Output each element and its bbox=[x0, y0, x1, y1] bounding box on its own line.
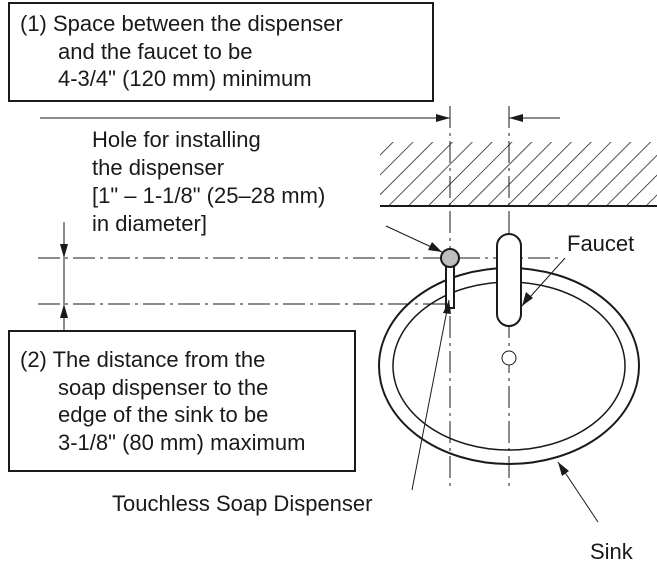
dispenser-hole bbox=[440, 248, 460, 268]
space-note-line-3: 4-3/4" (120 mm) minimum bbox=[58, 66, 312, 91]
sink-leader-arrowhead bbox=[558, 462, 569, 476]
sink-label: Sink bbox=[590, 539, 633, 564]
distance-note-line-3: edge of the sink to be bbox=[58, 402, 269, 427]
dimension2-bottom-arrowhead bbox=[60, 304, 68, 318]
sink-drain bbox=[501, 350, 517, 366]
faucet-label: Faucet bbox=[567, 231, 635, 256]
distance-requirement-note: (2) The distance from the soap dispenser… bbox=[8, 330, 356, 472]
hole-label-line-1: Hole for installing bbox=[92, 127, 261, 152]
dimension2-top-arrowhead bbox=[60, 244, 68, 258]
faucet-leader-arrowhead bbox=[522, 292, 533, 306]
space-note-line-2: and the faucet to be bbox=[58, 38, 253, 64]
hole-label-line-4: in diameter] bbox=[92, 211, 207, 236]
space-requirement-note: (1) Space between the dispenser and the … bbox=[8, 2, 434, 102]
space-note-line-1: (1) Space between the dispenser bbox=[20, 11, 343, 36]
faucet-body bbox=[496, 233, 522, 327]
dimension1-left-arrowhead bbox=[436, 114, 450, 122]
hole-label-line-3: [1" – 1-1/8" (25–28 mm) bbox=[92, 183, 326, 208]
dimension1-right-arrowhead bbox=[509, 114, 523, 122]
dispenser-label: Touchless Soap Dispenser bbox=[112, 491, 373, 516]
distance-note-line-2: soap dispenser to the bbox=[58, 374, 269, 400]
wall-hatch bbox=[380, 142, 657, 206]
hole-label-line-2: the dispenser bbox=[92, 155, 225, 180]
distance-note-line-4: 3-1/8" (80 mm) maximum bbox=[58, 429, 306, 455]
distance-note-line-1: (2) The distance from the bbox=[20, 347, 266, 372]
dispenser-leader-line bbox=[411, 299, 450, 491]
hole-leader-arrowhead bbox=[428, 242, 442, 252]
dispenser-spout bbox=[445, 261, 455, 309]
dispenser-leader-arrowhead bbox=[443, 300, 451, 314]
